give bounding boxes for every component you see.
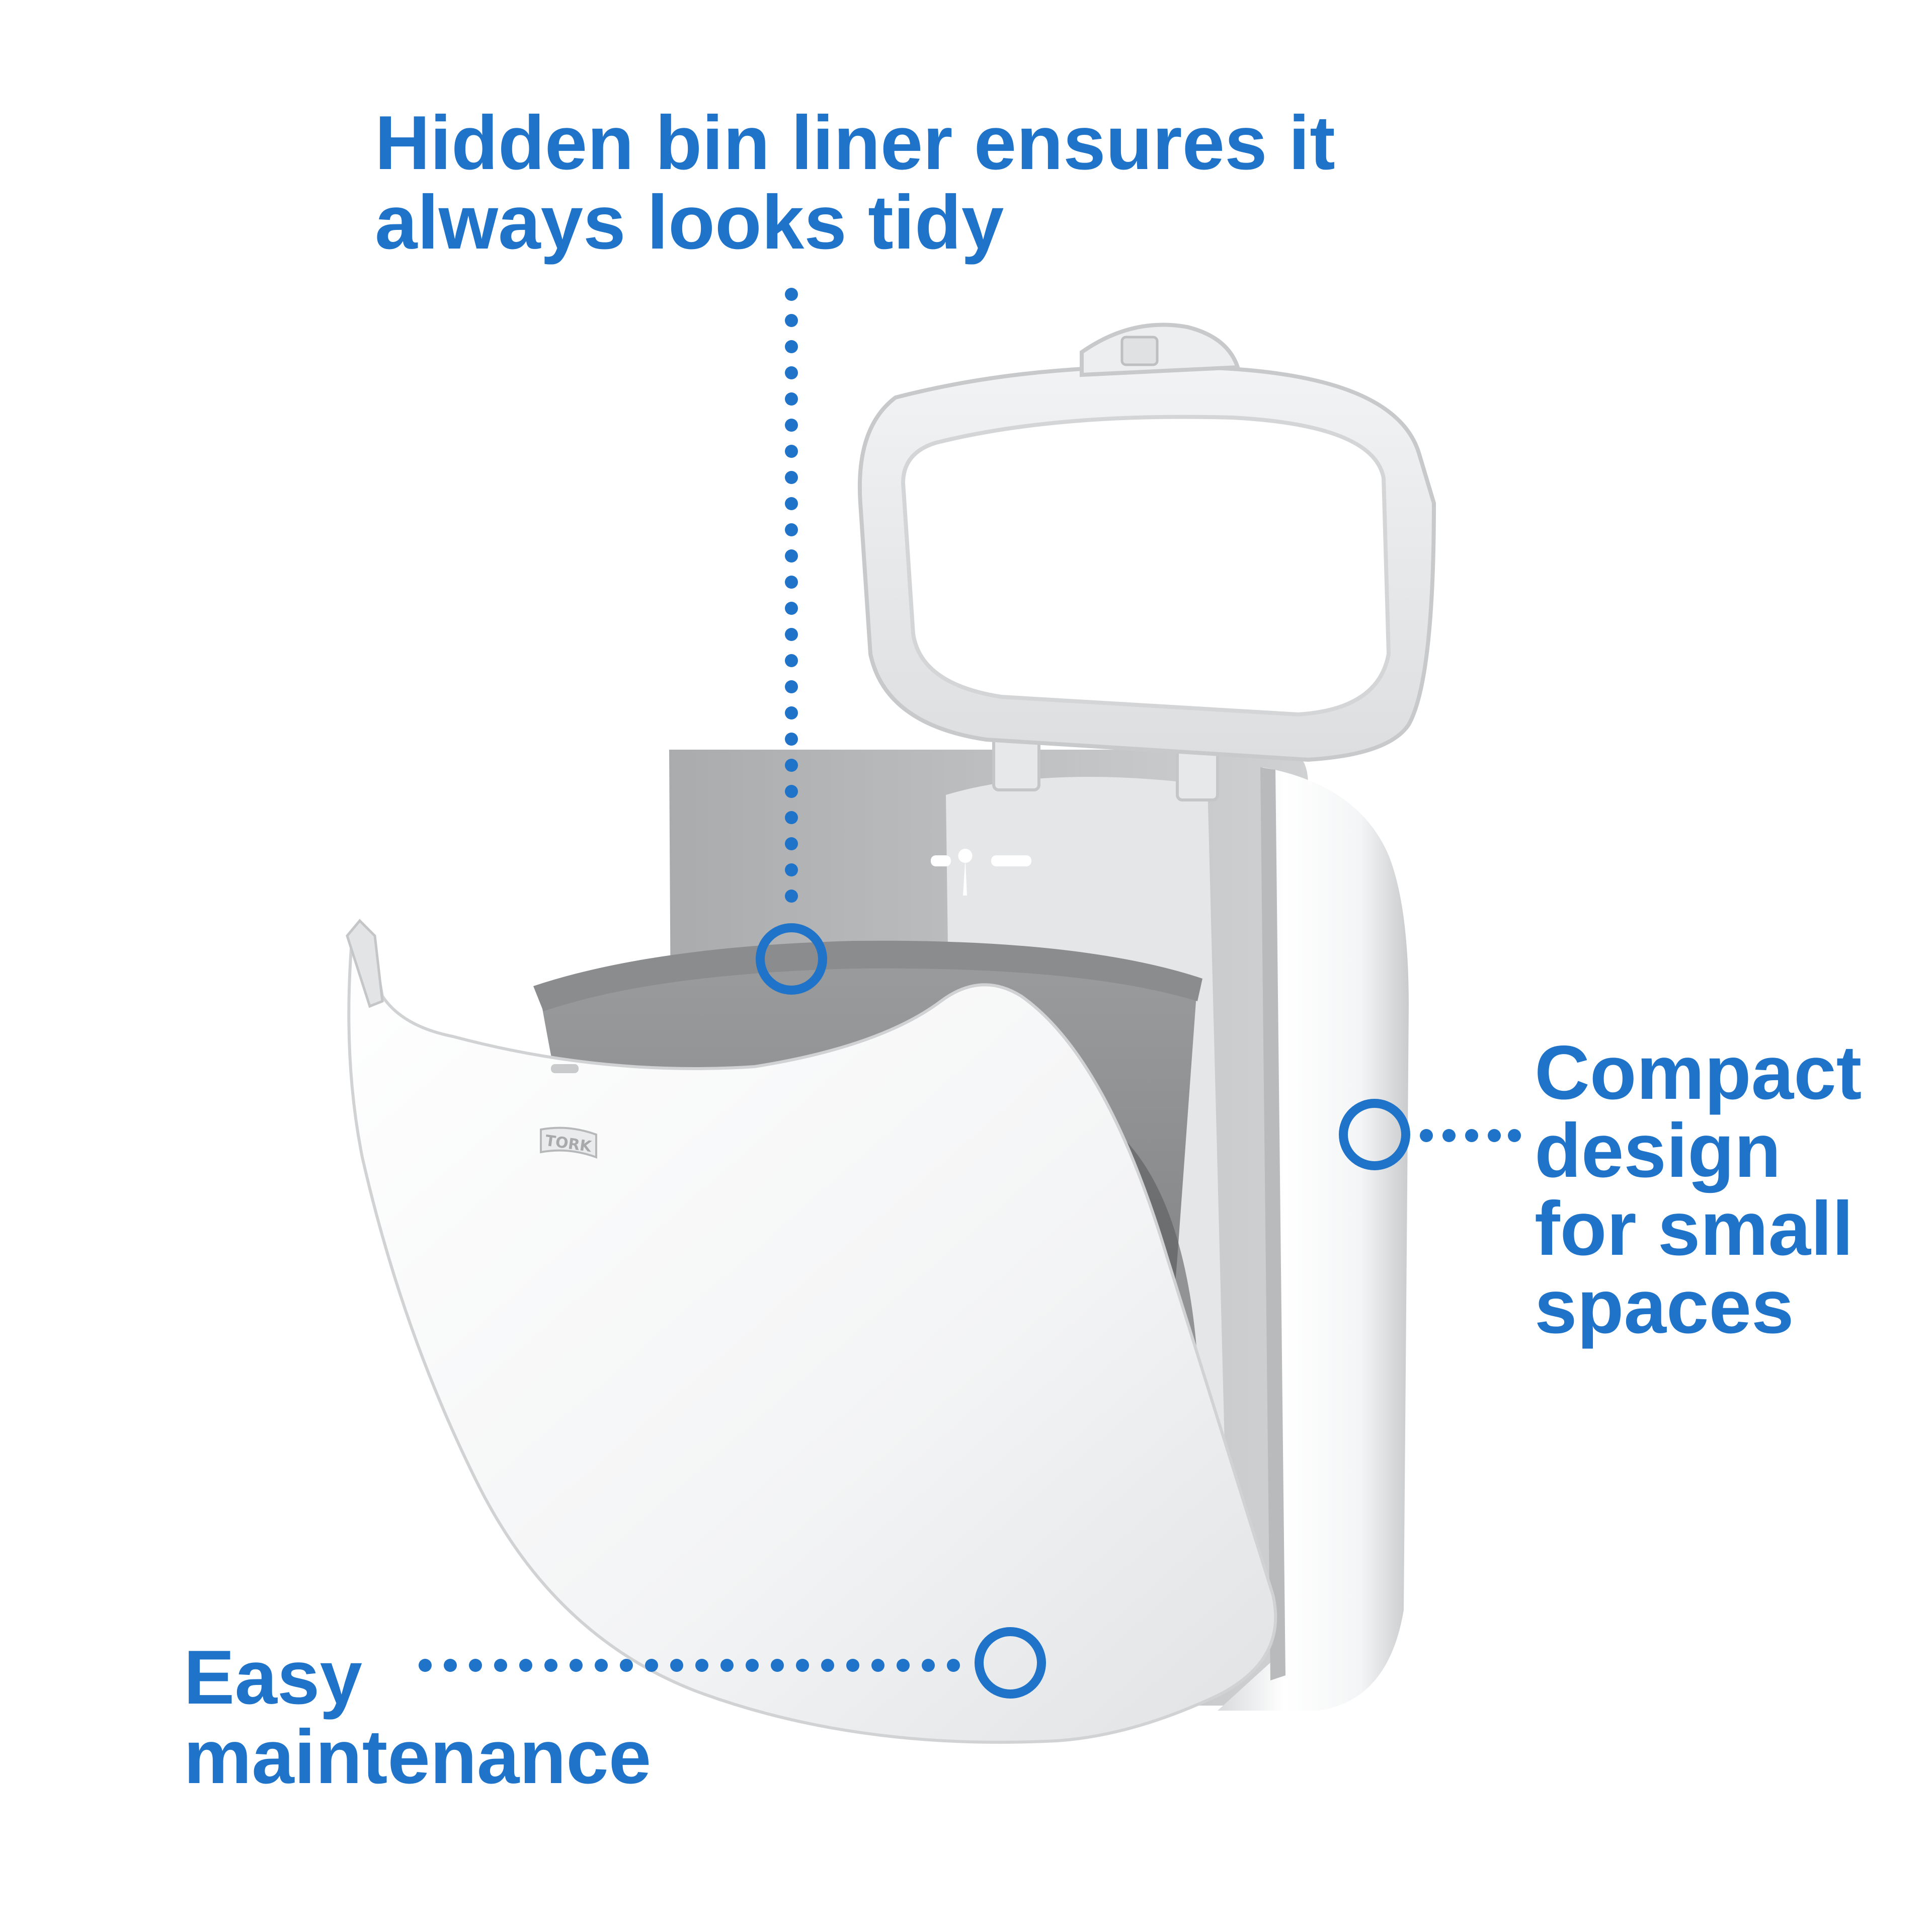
callout-easy-maintenance: Easy maintenance	[184, 1635, 652, 1800]
leader-dot-bottom	[746, 1659, 759, 1672]
leader-dot-bottom	[620, 1659, 633, 1672]
side-shell	[1218, 767, 1409, 1711]
leader-dot-bottom	[519, 1659, 532, 1672]
leader-dot-bottom	[922, 1659, 935, 1672]
leader-dot-right	[1508, 1129, 1521, 1142]
leader-dot-top	[785, 392, 798, 406]
leader-dot-top	[785, 628, 798, 641]
lid-window	[901, 415, 1391, 717]
leader-dot-top	[785, 811, 798, 824]
leader-dot-top	[785, 680, 798, 693]
leader-dot-bottom	[670, 1659, 683, 1672]
leader-dot-right	[1465, 1129, 1478, 1142]
leader-dot-right	[1488, 1129, 1501, 1142]
lid-latch	[1080, 323, 1241, 377]
circle-marker-icon	[756, 923, 827, 995]
leader-dot-top	[785, 523, 798, 536]
leader-dot-top	[785, 445, 798, 458]
leader-dot-top	[785, 549, 798, 562]
leader-dot-top	[785, 419, 798, 432]
leader-dot-bottom	[796, 1659, 809, 1672]
leader-dot-top	[785, 890, 798, 903]
leader-dot-top	[785, 366, 798, 379]
leader-dot-top	[785, 759, 798, 772]
leader-dot-bottom	[494, 1659, 507, 1672]
leader-dot-top	[785, 785, 798, 798]
leader-dot-top	[785, 863, 798, 876]
leader-dot-top	[785, 497, 798, 510]
leader-dot-right	[1442, 1129, 1456, 1142]
leader-dot-top	[785, 654, 798, 667]
leader-dot-bottom	[720, 1659, 734, 1672]
leader-dot-bottom	[419, 1659, 432, 1672]
leader-dot-bottom	[821, 1659, 834, 1672]
dotted-leader-line	[419, 288, 1521, 1672]
leader-dot-bottom	[871, 1659, 884, 1672]
leader-dot-top	[785, 706, 798, 719]
leader-dot-bottom	[544, 1659, 557, 1672]
leader-dot-bottom	[771, 1659, 784, 1672]
leader-dot-bottom	[897, 1659, 910, 1672]
keyhole-slot	[958, 849, 973, 896]
leader-dot-right	[1420, 1129, 1433, 1142]
callout-compact-design: Compact design for small spaces	[1535, 1030, 1862, 1349]
leader-dot-top	[785, 471, 798, 484]
front-door-hinge-clip	[346, 919, 384, 1008]
mount-slot	[1006, 855, 1031, 866]
side-shell-edge	[1260, 767, 1285, 1680]
circle-marker-icon	[1339, 1099, 1410, 1170]
leader-dot-top	[785, 837, 798, 850]
leader-dot-top	[785, 733, 798, 746]
lid-latch-tab	[1120, 336, 1159, 366]
inner-bin-rim	[533, 940, 1202, 1011]
callout-hidden-bin-liner: Hidden bin liner ensures it always looks…	[375, 100, 1335, 265]
mount-slot	[931, 855, 951, 866]
leader-dot-bottom	[570, 1659, 583, 1672]
leader-dot-top	[785, 288, 798, 301]
leader-dot-bottom	[469, 1659, 482, 1672]
leader-dot-bottom	[695, 1659, 708, 1672]
leader-dot-top	[785, 340, 798, 353]
leader-dot-top	[785, 314, 798, 327]
leader-dot-bottom	[444, 1659, 457, 1672]
leader-dot-bottom	[846, 1659, 859, 1672]
leader-dot-top	[785, 602, 798, 615]
circle-marker-icon	[975, 1627, 1046, 1699]
leader-dot-bottom	[595, 1659, 608, 1672]
leader-dot-top	[785, 576, 798, 589]
leader-dot-bottom	[645, 1659, 658, 1672]
leader-dot-bottom	[947, 1659, 960, 1672]
door-slot	[551, 1064, 579, 1073]
